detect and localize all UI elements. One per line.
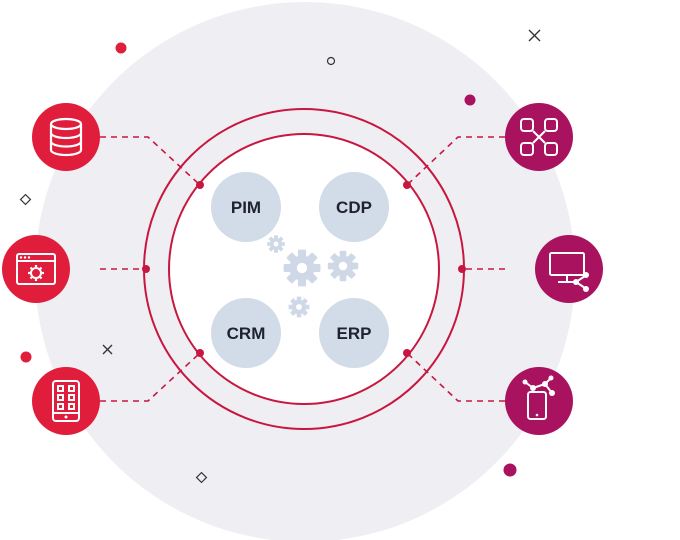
decor-dot	[115, 42, 127, 54]
decor-dot	[20, 351, 32, 363]
hub-node-cdp[interactable]: CDP	[319, 172, 389, 242]
database-icon[interactable]	[32, 103, 100, 171]
connectors	[100, 136, 505, 402]
mobile-network-icon[interactable]	[505, 367, 573, 435]
hub-node-pim[interactable]: PIM	[211, 172, 281, 242]
hub-node-label: PIM	[231, 198, 261, 217]
decor-ring	[326, 56, 336, 66]
monitor-share-icon[interactable]	[535, 235, 603, 303]
hub-node-label: ERP	[337, 324, 372, 343]
decor-cross	[528, 29, 541, 42]
connector-distributed-db	[406, 136, 505, 186]
decor-diamond	[195, 471, 208, 484]
distributed-database-icon[interactable]	[505, 103, 573, 171]
decor-dot	[503, 463, 517, 477]
hub-node-erp[interactable]: ERP	[319, 298, 389, 368]
junction-dots	[142, 181, 466, 357]
decor-diamond	[19, 193, 32, 206]
connector-database	[100, 136, 201, 186]
hub-node-label: CDP	[336, 198, 372, 217]
decor-dot	[464, 94, 476, 106]
browser-gear-icon[interactable]	[2, 235, 70, 303]
mobile-grid-icon[interactable]	[32, 367, 100, 435]
hub-node-crm[interactable]: CRM	[211, 298, 281, 368]
connector-mobile-app	[100, 352, 201, 402]
connector-mobile-network	[406, 352, 505, 402]
hub-node-label: CRM	[227, 324, 266, 343]
decor-cross	[102, 344, 113, 355]
